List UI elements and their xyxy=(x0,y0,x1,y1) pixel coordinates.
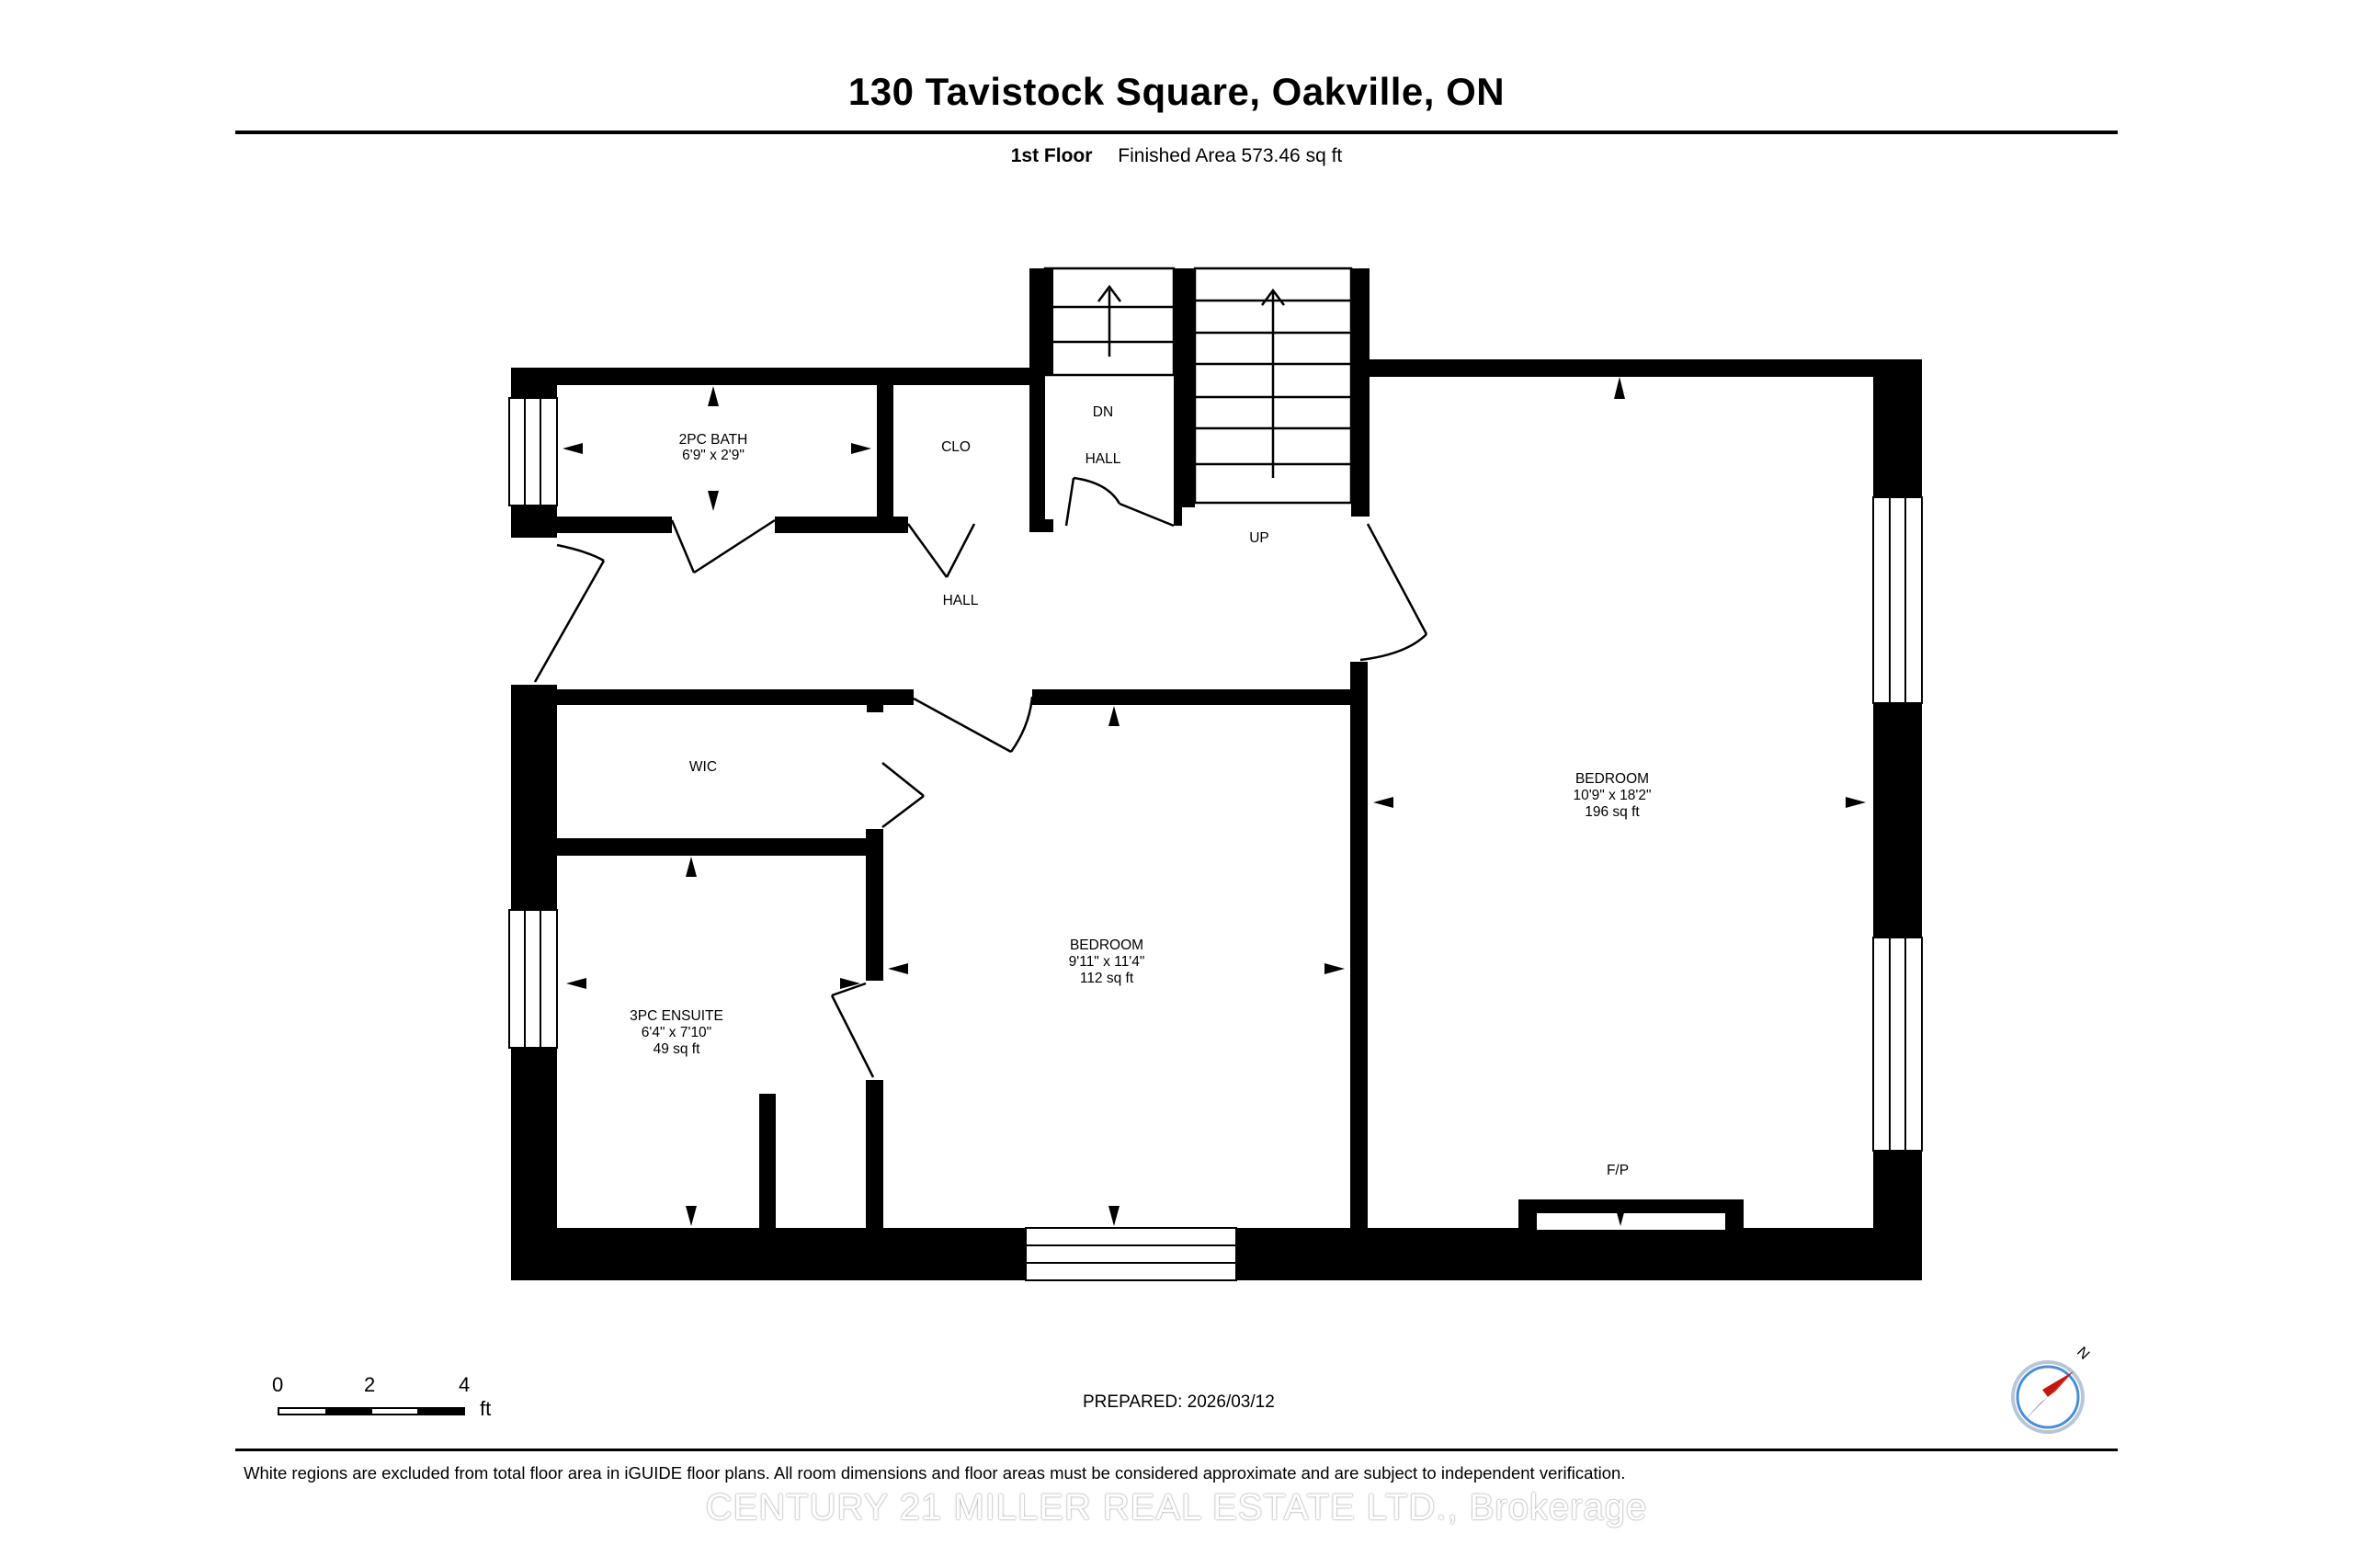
room-area: 196 sq ft xyxy=(1585,804,1640,820)
brokerage-watermark: CENTURY 21 MILLER REAL ESTATE LTD., Brok… xyxy=(705,1487,1648,1528)
room-dims: 6'4" x 7'10" xyxy=(641,1025,712,1040)
room-bedroom-main: BEDROOM 10'9" x 18'2" 196 sq ft xyxy=(1548,771,1677,821)
scale-tick-2: 2 xyxy=(364,1373,376,1396)
room-dims: 6'9" x 2'9" xyxy=(682,448,745,463)
scale-tick-0: 0 xyxy=(272,1373,284,1396)
room-name: BEDROOM xyxy=(1574,771,1650,787)
room-bedroom-mid: BEDROOM 9'11" x 11'4" 112 sq ft xyxy=(1042,937,1171,987)
floor-info: 1st Floor Finished Area 573.46 sq ft xyxy=(0,145,2353,167)
finished-area: Finished Area 573.46 sq ft xyxy=(1118,145,1343,166)
fireplace-label: F/P xyxy=(1606,1163,1630,1178)
room-area: 112 sq ft xyxy=(1079,971,1134,986)
room-3pc-ensuite: 3PC ENSUITE 6'4" x 7'10" 49 sq ft xyxy=(603,1008,750,1058)
room-2pc-bath: 2PC BATH 6'9" x 2'9" xyxy=(649,432,778,463)
room-closet: CLO xyxy=(941,439,971,455)
scale-tick-4: 4 xyxy=(459,1373,471,1396)
room-name: 2PC BATH xyxy=(678,432,748,448)
room-dn-label: DN xyxy=(1092,404,1114,420)
stairs xyxy=(1043,267,1353,505)
scale-bar xyxy=(278,1407,465,1415)
walls xyxy=(511,268,1922,1280)
room-name: 3PC ENSUITE xyxy=(630,1008,723,1024)
prepared-date: PREPARED: 2026/03/12 xyxy=(1083,1392,1275,1412)
room-up-label: UP xyxy=(1249,530,1269,546)
room-name: BEDROOM xyxy=(1069,937,1144,953)
room-stair-hall: HALL xyxy=(1085,451,1121,467)
room-area: 49 sq ft xyxy=(653,1041,700,1057)
room-hall: HALL xyxy=(942,593,979,608)
dimension-arrows xyxy=(563,377,1866,1226)
doors xyxy=(533,476,1428,1078)
compass-icon: N xyxy=(2007,1345,2099,1437)
room-wic: WIC xyxy=(688,759,718,775)
room-dims: 9'11" x 11'4" xyxy=(1068,954,1145,970)
title-rule xyxy=(235,131,2118,134)
footer-rule xyxy=(235,1449,2118,1451)
fireplace-inner xyxy=(1537,1213,1725,1230)
disclaimer: White regions are excluded from total fl… xyxy=(244,1463,1626,1483)
room-dims: 10'9" x 18'2" xyxy=(1573,788,1652,803)
plan-title: 130 Tavistock Square, Oakville, ON xyxy=(847,70,1506,113)
floor-name: 1st Floor xyxy=(1010,145,1093,166)
scale-unit: ft xyxy=(480,1397,492,1420)
windows xyxy=(508,397,1923,1281)
